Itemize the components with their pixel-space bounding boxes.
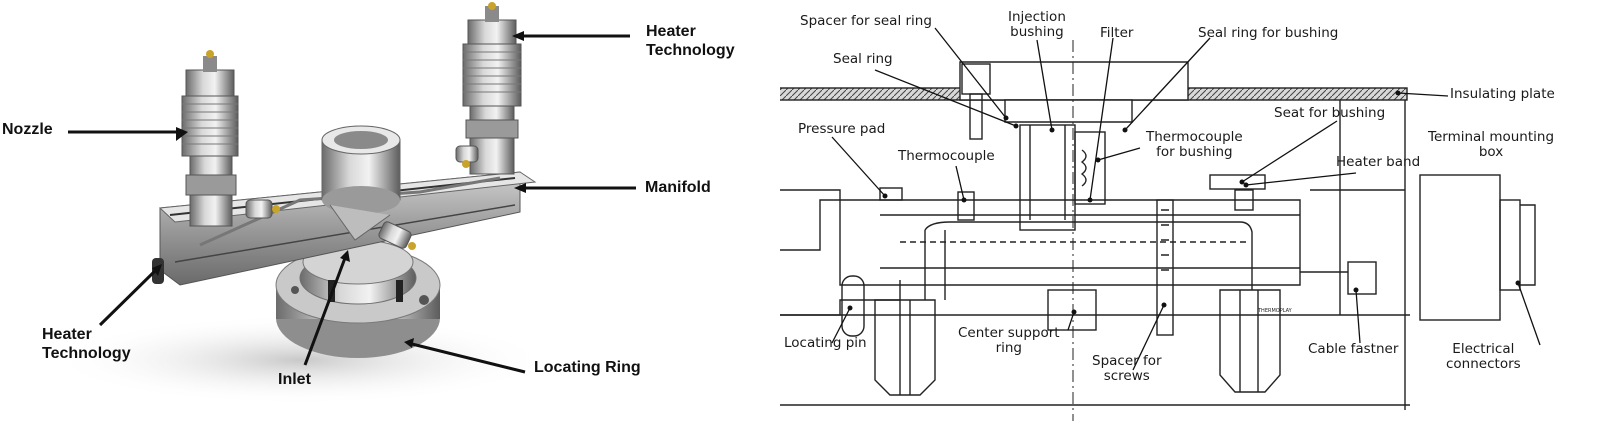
- label-cable-fastner: Cable fastner: [1308, 341, 1399, 357]
- label-manifold: Manifold: [645, 179, 711, 196]
- label-thermocouple-bushing-line2: for bushing: [1156, 144, 1233, 160]
- inlet-part: [321, 125, 401, 241]
- thermocouple-part: [957, 191, 975, 221]
- connector-tip: [408, 242, 416, 250]
- heater-band-part: [1209, 174, 1266, 190]
- label-center-support-line2: ring: [995, 340, 1022, 356]
- label-nozzle: Nozzle: [2, 121, 53, 138]
- label-electrical-connectors: Electrical connectors: [1446, 342, 1521, 372]
- pressure-pad-part: [879, 187, 903, 201]
- filter-part: [1074, 131, 1106, 205]
- label-heater-technology-top: Heater Technology: [646, 22, 735, 60]
- label-center-support-ring: Center support ring: [958, 326, 1060, 356]
- photo-leader-lines: [68, 34, 636, 374]
- bushing-screw: [969, 93, 983, 140]
- label-spacer-screws-line1: Spacer for: [1092, 353, 1162, 369]
- left-nozzle-drawing: [874, 299, 936, 396]
- label-thermocouple-bushing: Thermocouple for bushing: [1146, 130, 1243, 160]
- label-injection-bushing: Injection bushing: [1008, 10, 1066, 40]
- label-pressure-pad: Pressure pad: [798, 121, 886, 137]
- bushing-head: [959, 61, 1189, 101]
- label-seal-ring: Seal ring: [833, 51, 893, 67]
- right-nozzle-drawing: [1219, 289, 1281, 393]
- label-seal-ring-bushing: Seal ring for bushing: [1198, 25, 1339, 41]
- label-locating-ring: Locating Ring: [534, 359, 641, 376]
- label-locating-pin: Locating pin: [784, 335, 867, 351]
- label-heater-left-line1: Heater: [42, 326, 92, 343]
- hot-runner-illustration: [50, 2, 636, 405]
- label-heater-top-line2: Technology: [646, 42, 735, 59]
- label-spacer-seal-ring: Spacer for seal ring: [800, 13, 932, 29]
- label-insulating-plate: Insulating plate: [1450, 86, 1555, 102]
- label-spacer-screws-line2: screws: [1103, 368, 1150, 384]
- label-seat-bushing: Seat for bushing: [1274, 105, 1386, 121]
- label-heater-left-line2: Technology: [42, 345, 131, 362]
- spacer-screws-part: [1156, 199, 1174, 336]
- injection-bushing-part: [1019, 124, 1076, 231]
- nozzle-marking: THERMOPLAY: [1257, 308, 1293, 314]
- label-spacer-screws: Spacer for screws: [1092, 354, 1162, 384]
- label-heater-technology-left: Heater Technology: [42, 325, 131, 363]
- label-terminal-box-line2: box: [1478, 144, 1504, 160]
- drawing-leader-lines: [831, 27, 1541, 371]
- label-heater-band: Heater band: [1336, 154, 1421, 170]
- center-support-ring-part: [1047, 289, 1097, 331]
- photo-arrowheads: [152, 31, 526, 348]
- terminal-box-part: [1419, 174, 1501, 321]
- label-electrical-line2: connectors: [1446, 356, 1521, 372]
- manifold-body: [839, 199, 1301, 286]
- label-electrical-line1: Electrical: [1452, 341, 1515, 357]
- label-center-support-line1: Center support: [958, 325, 1060, 341]
- center-connector-part: [378, 221, 412, 249]
- left-nozzle-part: [181, 50, 280, 227]
- label-thermocouple: Thermocouple: [898, 148, 995, 164]
- drawing-leader-dots: [847, 90, 1521, 315]
- label-injection-bushing-line2: bushing: [1010, 24, 1064, 40]
- right-nozzle-part: [455, 2, 522, 175]
- hot-runner-photo-panel: Heater Technology Nozzle Manifold Heater…: [0, 0, 780, 421]
- seat-bushing-part: [1234, 189, 1254, 211]
- cable-fastner-part: [1347, 261, 1377, 295]
- label-terminal-box-line1: Terminal mounting: [1428, 129, 1555, 145]
- label-heater-top-line1: Heater: [646, 23, 696, 40]
- cross-section-drawing: THERMOPLAY: [780, 27, 1541, 421]
- hot-runner-drawing-panel: THERMOPLAY: [780, 0, 1600, 421]
- label-inlet: Inlet: [278, 371, 311, 388]
- label-filter: Filter: [1100, 25, 1134, 41]
- label-thermocouple-bushing-line1: Thermocouple: [1146, 129, 1243, 145]
- label-injection-bushing-line1: Injection: [1008, 9, 1066, 25]
- label-terminal-mounting-box: Terminal mounting box: [1428, 130, 1554, 160]
- locating-pin-part: [841, 275, 865, 337]
